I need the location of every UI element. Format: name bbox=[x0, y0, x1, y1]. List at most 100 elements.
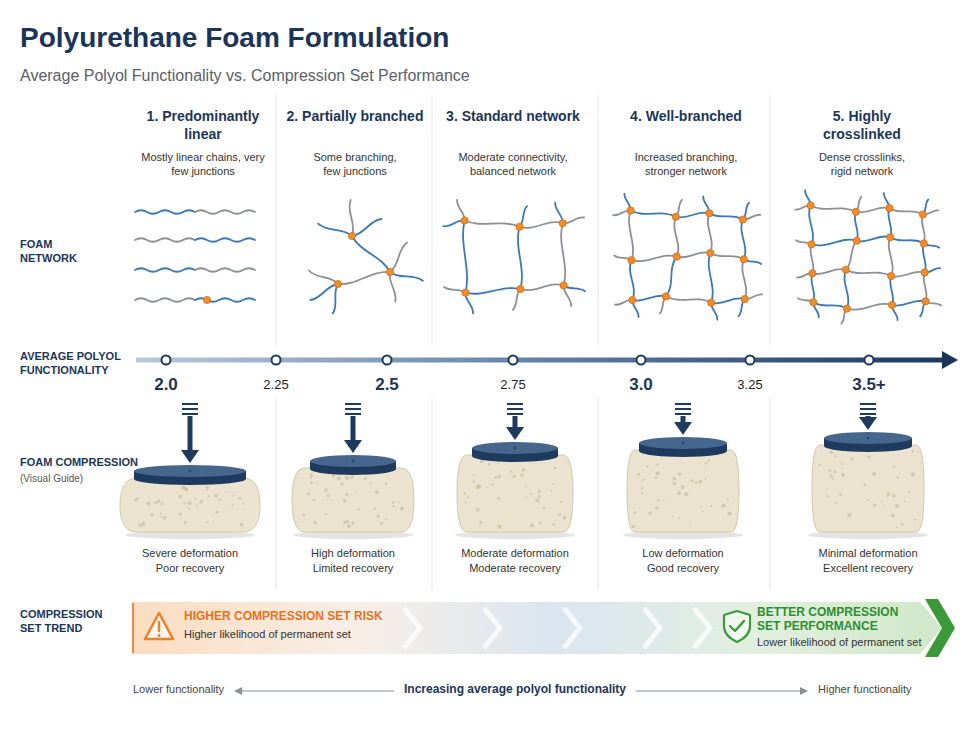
polymer-chain bbox=[352, 236, 390, 272]
foam-pore bbox=[345, 476, 349, 480]
axis-value: 3.5+ bbox=[839, 374, 899, 395]
crosslink-junction bbox=[334, 280, 341, 287]
column-description: Dense crosslinks, rigid network bbox=[810, 151, 915, 179]
foam-pore bbox=[310, 474, 313, 477]
foam-pore bbox=[884, 504, 886, 506]
force-mark bbox=[675, 413, 691, 415]
force-mark bbox=[507, 413, 523, 415]
axis-tick bbox=[162, 356, 171, 365]
foam-pore bbox=[231, 504, 233, 506]
foam-pore bbox=[401, 509, 403, 511]
crosslink-junction bbox=[810, 299, 817, 306]
axis-caption: Increasing average polyol functionality bbox=[365, 682, 665, 697]
trend-band: HIGHER COMPRESSION SET RISKHigher likeli… bbox=[132, 598, 955, 658]
foam-pore bbox=[901, 523, 904, 526]
force-mark bbox=[507, 408, 523, 410]
foam-pore bbox=[473, 474, 475, 476]
foam-pore bbox=[865, 455, 867, 457]
force-mark bbox=[675, 408, 691, 410]
crosslink-junction bbox=[809, 270, 816, 277]
polymer-chain bbox=[813, 302, 847, 308]
foam-pore bbox=[486, 486, 488, 488]
foam-pore bbox=[832, 478, 834, 480]
polymer-chain bbox=[710, 253, 744, 259]
recovery-note: Good recovery bbox=[608, 562, 758, 576]
polymer-chain bbox=[844, 270, 848, 309]
foam-pore bbox=[841, 463, 843, 465]
foam-pore bbox=[655, 506, 658, 509]
foam-pore bbox=[702, 510, 704, 512]
axis-end-label: Lower functionality bbox=[133, 683, 224, 697]
foam-pore bbox=[727, 511, 731, 515]
force-mark bbox=[675, 403, 691, 405]
chevron bbox=[694, 608, 710, 648]
force-mark bbox=[182, 413, 198, 415]
column-divider bbox=[598, 398, 599, 590]
force-arrow bbox=[188, 416, 193, 451]
press-plate bbox=[189, 470, 192, 473]
foam-pore bbox=[477, 484, 481, 488]
foam-pore bbox=[828, 469, 831, 472]
foam-pore bbox=[892, 494, 896, 498]
polymer-chain bbox=[677, 252, 711, 257]
foam-pore bbox=[554, 467, 557, 470]
foam-pore bbox=[188, 501, 192, 505]
polymer-chain bbox=[857, 236, 891, 241]
foam-pore bbox=[143, 524, 145, 526]
foam-pore bbox=[633, 511, 636, 514]
trend-arrow-tip bbox=[925, 599, 955, 657]
foam-pore bbox=[912, 450, 914, 452]
foam-pore bbox=[695, 481, 697, 483]
foam-pore bbox=[345, 493, 348, 496]
polymer-chain bbox=[630, 260, 634, 300]
axis-value: 3.0 bbox=[611, 374, 671, 395]
foam-pore bbox=[196, 504, 198, 506]
performance-heading: BETTER COMPRESSION SET PERFORMANCE bbox=[757, 606, 917, 634]
foam-pore bbox=[377, 515, 380, 518]
force-arrow bbox=[506, 427, 524, 440]
row-note: (Visual Guide) bbox=[20, 473, 120, 486]
polymer-chain bbox=[890, 237, 924, 243]
foam-pore bbox=[550, 490, 552, 492]
foam-pore bbox=[242, 502, 244, 504]
foam-pore bbox=[704, 462, 707, 465]
chevron bbox=[404, 608, 420, 648]
force-arrow bbox=[674, 422, 692, 435]
polymer-chain bbox=[811, 273, 814, 302]
foam-pore bbox=[316, 482, 318, 484]
polymer-chain bbox=[924, 272, 927, 301]
press-plate bbox=[867, 437, 870, 440]
foam-pore bbox=[917, 451, 919, 453]
foam-pore bbox=[539, 522, 542, 525]
functionality-axis bbox=[136, 358, 944, 363]
foam-pore bbox=[560, 501, 563, 504]
crosslink-junction bbox=[886, 205, 893, 212]
force-arrow bbox=[681, 416, 686, 423]
foam-pore bbox=[307, 492, 310, 495]
foam-pore bbox=[157, 500, 161, 504]
foam-pore bbox=[343, 499, 347, 503]
foam-pore bbox=[535, 498, 539, 502]
foam-pore bbox=[343, 521, 346, 524]
foam-pore bbox=[705, 478, 707, 480]
polymer-chain bbox=[847, 304, 892, 310]
polymer-chain bbox=[812, 269, 846, 274]
polymer-chain bbox=[135, 238, 195, 242]
press-plate bbox=[682, 442, 685, 445]
axis-value: 2.25 bbox=[246, 377, 306, 393]
foam-pore bbox=[632, 525, 635, 528]
foam-pore bbox=[226, 491, 228, 493]
column-description: Some branching, few junctions bbox=[305, 151, 405, 179]
polymer-chain bbox=[632, 296, 666, 301]
polymer-chain bbox=[135, 298, 195, 302]
foam-pore bbox=[498, 525, 502, 529]
foam-block bbox=[120, 478, 260, 532]
direction-line bbox=[240, 690, 394, 691]
foam-pore bbox=[681, 486, 684, 489]
foam-pore bbox=[239, 497, 242, 500]
foam-pore bbox=[513, 475, 516, 478]
foam-pore bbox=[370, 482, 372, 484]
polymer-chain bbox=[561, 223, 565, 285]
foam-pore bbox=[700, 506, 702, 508]
